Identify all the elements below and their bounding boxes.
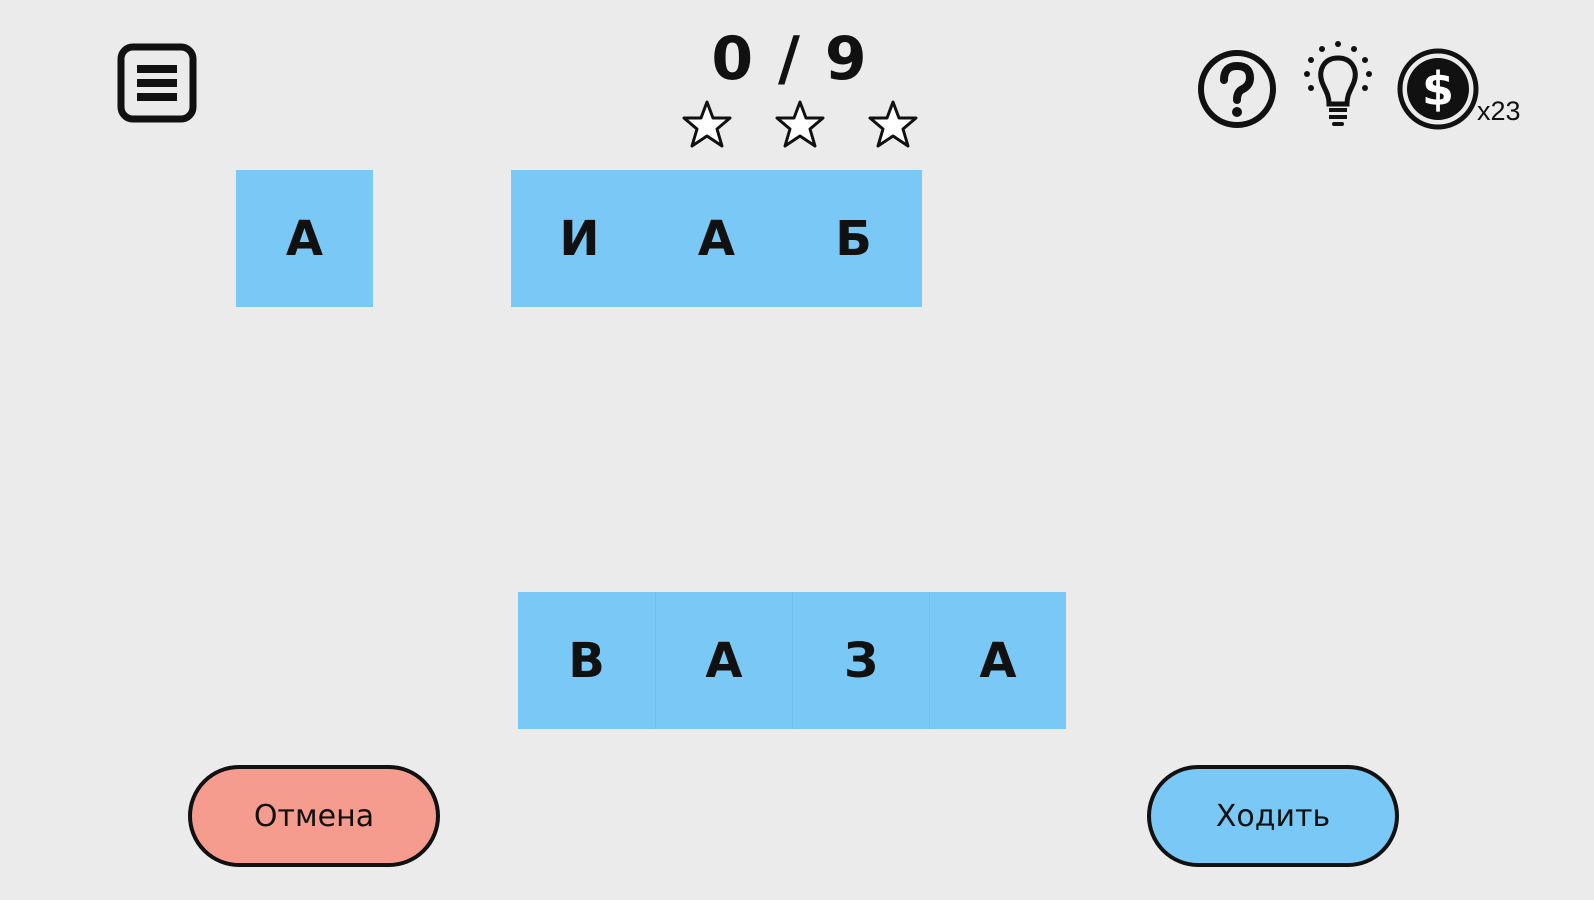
letter-tile[interactable]: А bbox=[236, 170, 373, 307]
cancel-button[interactable]: Отмена bbox=[188, 765, 440, 867]
lightbulb-icon bbox=[1304, 41, 1372, 126]
word-tiles-row-2: И А Б bbox=[511, 170, 922, 307]
coin-count: x23 bbox=[1477, 96, 1521, 126]
question-icon bbox=[1198, 50, 1276, 128]
menu-icon bbox=[117, 43, 197, 123]
coins-button[interactable]: $ bbox=[1396, 47, 1480, 131]
word-tiles-row-1: А bbox=[236, 170, 373, 307]
go-button[interactable]: Ходить bbox=[1147, 765, 1399, 867]
letter-tile[interactable]: Б bbox=[785, 170, 922, 307]
letter-tile[interactable]: А bbox=[929, 592, 1066, 729]
star-icon bbox=[775, 100, 825, 148]
menu-button[interactable] bbox=[117, 43, 197, 123]
star-icon bbox=[868, 100, 918, 148]
star-rating bbox=[680, 98, 920, 152]
letter-tile[interactable]: З bbox=[792, 592, 929, 729]
svg-text:$: $ bbox=[1422, 62, 1454, 116]
hint-button[interactable] bbox=[1302, 40, 1374, 130]
help-button[interactable] bbox=[1196, 48, 1278, 130]
letter-tile[interactable]: В bbox=[518, 592, 655, 729]
star-icon bbox=[682, 100, 732, 148]
word-tiles-row-3: В А З А bbox=[518, 592, 1066, 729]
letter-tile[interactable]: А bbox=[648, 170, 785, 307]
score-counter: 0 / 9 bbox=[711, 24, 869, 94]
letter-tile[interactable]: И bbox=[511, 170, 648, 307]
letter-tile[interactable]: А bbox=[655, 592, 792, 729]
dollar-coin-icon: $ bbox=[1397, 48, 1479, 130]
